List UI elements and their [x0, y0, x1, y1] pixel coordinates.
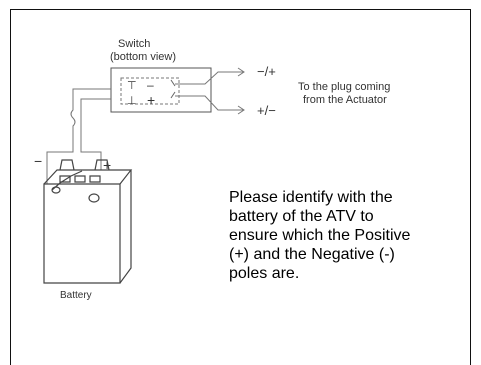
switch-terminal-top-left: ⊤	[127, 80, 137, 92]
battery-negative-sign: −	[34, 153, 42, 169]
figure-frame	[10, 9, 471, 365]
note-line-4: (+) and the Negative (-)	[229, 246, 395, 263]
output-bottom-polarity: +/−	[257, 103, 276, 118]
instruction-note: Please identify with the battery of the …	[229, 188, 464, 283]
plug-label-line2: from the Actuator	[303, 94, 387, 106]
battery-positive-sign: +	[103, 157, 111, 173]
battery-label: Battery	[60, 290, 92, 301]
battery-wires	[46, 88, 111, 184]
switch-terminal-bottom-right: +	[147, 92, 155, 108]
output-wires	[175, 67, 245, 115]
note-line-2: battery of the ATV to	[229, 208, 374, 225]
switch-contact-marks	[170, 79, 176, 99]
note-line-3: ensure which the Positive	[229, 227, 411, 244]
switch-label-line1: Switch	[118, 38, 150, 50]
output-top-polarity: −/+	[257, 64, 276, 79]
switch-terminal-top-right: –	[147, 78, 154, 92]
plug-label-line1: To the plug coming	[298, 81, 390, 93]
note-line-5: poles are.	[229, 265, 300, 282]
battery-icon	[43, 159, 133, 284]
switch-terminal-bottom-left: ⊥	[127, 95, 137, 107]
switch-body	[110, 67, 212, 113]
switch-inner-outline	[120, 77, 180, 105]
note-line-1: Please identify with the	[229, 189, 393, 206]
switch-label-line2: (bottom view)	[110, 51, 176, 63]
